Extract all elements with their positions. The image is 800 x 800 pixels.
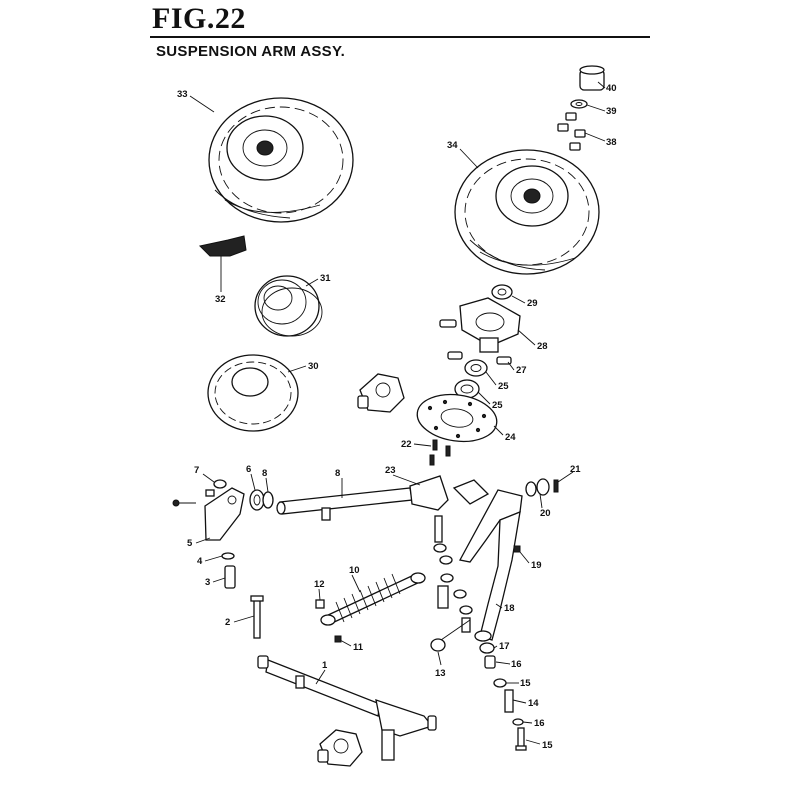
callout-22: 19 [531,560,542,571]
callout-6: 6 [246,464,251,475]
brake-caliper-upper [357,373,405,413]
callout-40: 40 [606,83,617,94]
callout-4: 4 [197,556,203,567]
part-6-bushing [249,489,265,511]
callout-23: 20 [540,508,551,519]
figure-title: FIG.22 [152,2,246,35]
part-35-valve [198,235,247,257]
callout-1: 1 [322,660,328,671]
part-33-tire [207,354,299,432]
callout-16: 16 [534,718,545,729]
title-rule [150,36,650,38]
callout-15: 15 [542,740,553,751]
callout-18: 15 [520,678,531,689]
callout-11: 10 [349,565,360,576]
callout-34: 31 [320,273,331,284]
part-32-bearing [491,284,513,300]
part-12-bolt [334,635,342,643]
figure-subtitle: SUSPENSION ARM ASSY. [156,43,346,60]
part-30-bolts [447,351,512,365]
callout-labels: 33 34 40 39 38 32 31 30 29 28 27 25 25 2… [177,83,617,751]
part-4-washer [221,552,235,560]
part-29-bearing [464,359,488,377]
part-17-pin [504,689,514,713]
callout-31: 28 [537,341,548,352]
part-36-tire-front [208,97,354,223]
callout-12: 11 [353,642,364,653]
callout-38: 38 [606,137,617,148]
part-11-shock [320,572,426,626]
part-center-bushings [433,515,473,633]
callout-13: 12 [314,579,325,590]
part-19-sleeve [484,655,496,669]
part-2-pin [250,595,264,639]
callout-27: 24 [505,432,516,443]
part-15-bolt [515,727,527,751]
part-37-tire-rear [454,149,600,275]
part-13-nut [315,599,325,609]
part-14-bolt [430,619,471,652]
part-21-lower-arm [452,479,523,642]
callout-21: 18 [504,603,515,614]
part-39-washer [570,99,588,109]
part-27-brake-disc [416,393,498,443]
callout-29: 25 [498,381,509,392]
callout-36: 33 [177,89,188,100]
leader-lines [189,81,606,745]
part-24-bolt [553,479,559,493]
part-7-nut [205,479,227,497]
callout-3: 3 [205,577,210,588]
part-5-bracket [204,487,245,541]
callout-30: 27 [516,365,527,376]
callout-37: 34 [447,140,458,151]
callout-25b: 23 [385,465,396,476]
callout-8: 8 [262,468,267,479]
callout-33: 30 [308,361,319,372]
callout-5: 5 [187,538,193,549]
callout-7: 7 [194,465,199,476]
callout-24: 21 [570,464,581,475]
part-31-hub [439,297,521,353]
part-25-bolts [429,439,451,466]
callout-35: 32 [215,294,226,305]
callout-10: 8 [335,468,340,479]
part-bolt-left [172,499,196,507]
part-20-bushing [479,642,495,654]
part-16-washer [512,718,524,726]
part-38-nuts [557,112,586,151]
callout-19: 16 [511,659,522,670]
part-8-spacer [262,491,274,509]
callout-17: 14 [528,698,539,709]
callout-20: 17 [499,641,510,652]
part-1-knuckle [257,655,437,761]
callout-32: 29 [527,298,538,309]
brake-caliper-lower [317,729,363,767]
callout-39: 39 [606,106,617,117]
part-3-sleeve [224,565,236,589]
part-18-washer [493,678,507,688]
callout-14: 13 [435,668,446,679]
part-23-bushing [525,478,550,497]
part-10-upper-arm [276,475,449,521]
part-22-bolt [513,545,521,553]
callout-2: 2 [225,617,230,628]
callout-28: 25 [492,400,503,411]
part-34-rim [254,275,323,337]
callout-25a: 22 [401,439,412,450]
part-40-cap [579,65,605,91]
